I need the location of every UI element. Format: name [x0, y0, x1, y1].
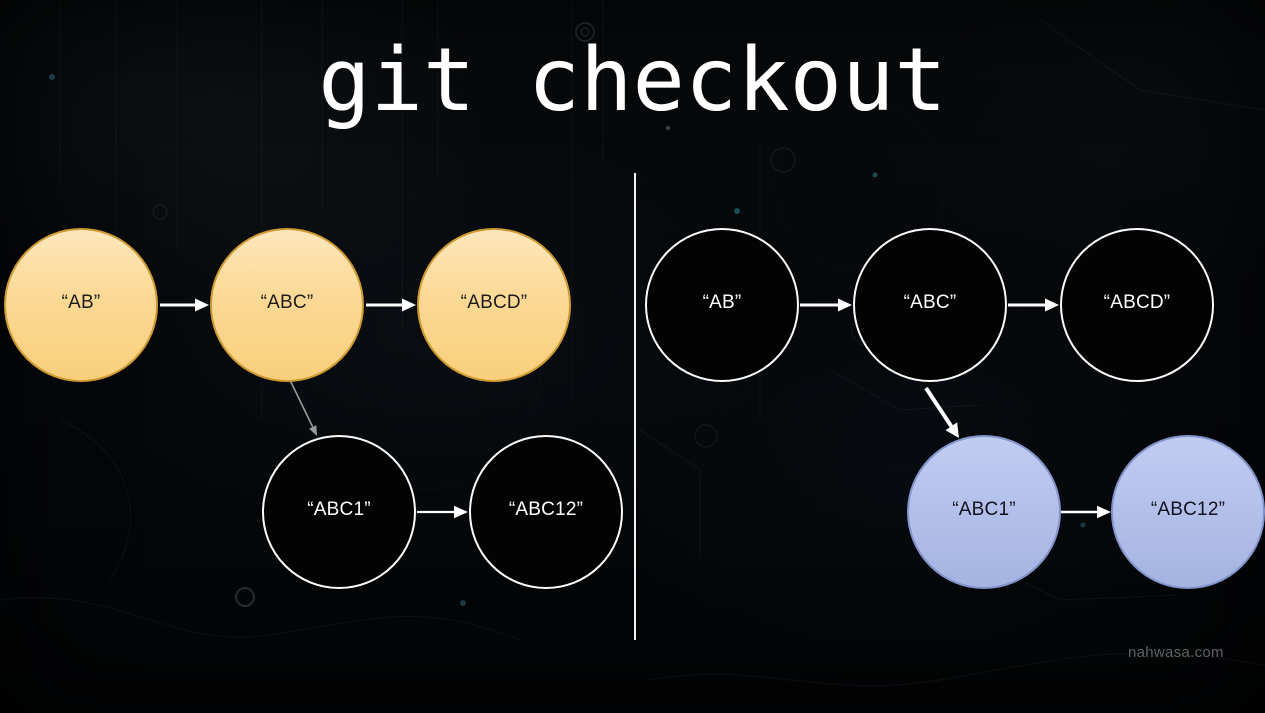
commit-label: “AB” — [702, 292, 742, 313]
right-node-abc: “ABC” — [853, 228, 1007, 382]
right-node-ab: “AB” — [645, 228, 799, 382]
right-node-abc12: “ABC12” — [1111, 435, 1265, 589]
arrow-left-abc1-abc12 — [417, 505, 468, 519]
arrow-left-abc-abcd — [366, 298, 416, 312]
right-node-abcd: “ABCD” — [1060, 228, 1214, 382]
commit-label: “AB” — [61, 292, 101, 313]
commit-label: “ABC” — [260, 292, 314, 313]
commit-label: “ABC12” — [1150, 499, 1226, 520]
commit-label: “ABC” — [903, 292, 957, 313]
arrow-right-abc1-abc12 — [1061, 505, 1111, 519]
left-node-abc: “ABC” — [210, 228, 364, 382]
left-node-abc1: “ABC1” — [262, 435, 416, 589]
right-node-abc1: “ABC1” — [907, 435, 1061, 589]
left-node-abc12: “ABC12” — [469, 435, 623, 589]
commit-label: “ABC1” — [307, 499, 371, 520]
watermark: nahwasa.com — [1128, 644, 1224, 661]
commit-label: “ABCD” — [1103, 292, 1171, 313]
arrow-left-abc-abc1 — [289, 379, 317, 436]
commit-label: “ABC12” — [508, 499, 584, 520]
left-node-abcd: “ABCD” — [417, 228, 571, 382]
arrow-left-ab-abc — [160, 298, 209, 312]
commit-label: “ABCD” — [460, 292, 528, 313]
divider-line — [634, 173, 636, 640]
arrow-right-ab-abc — [800, 298, 852, 312]
left-node-ab: “AB” — [4, 228, 158, 382]
arrow-right-abc-abc1 — [924, 386, 959, 438]
arrow-right-abc-abcd — [1008, 298, 1059, 312]
page-title: git checkout — [318, 29, 947, 131]
commit-label: “ABC1” — [952, 499, 1016, 520]
